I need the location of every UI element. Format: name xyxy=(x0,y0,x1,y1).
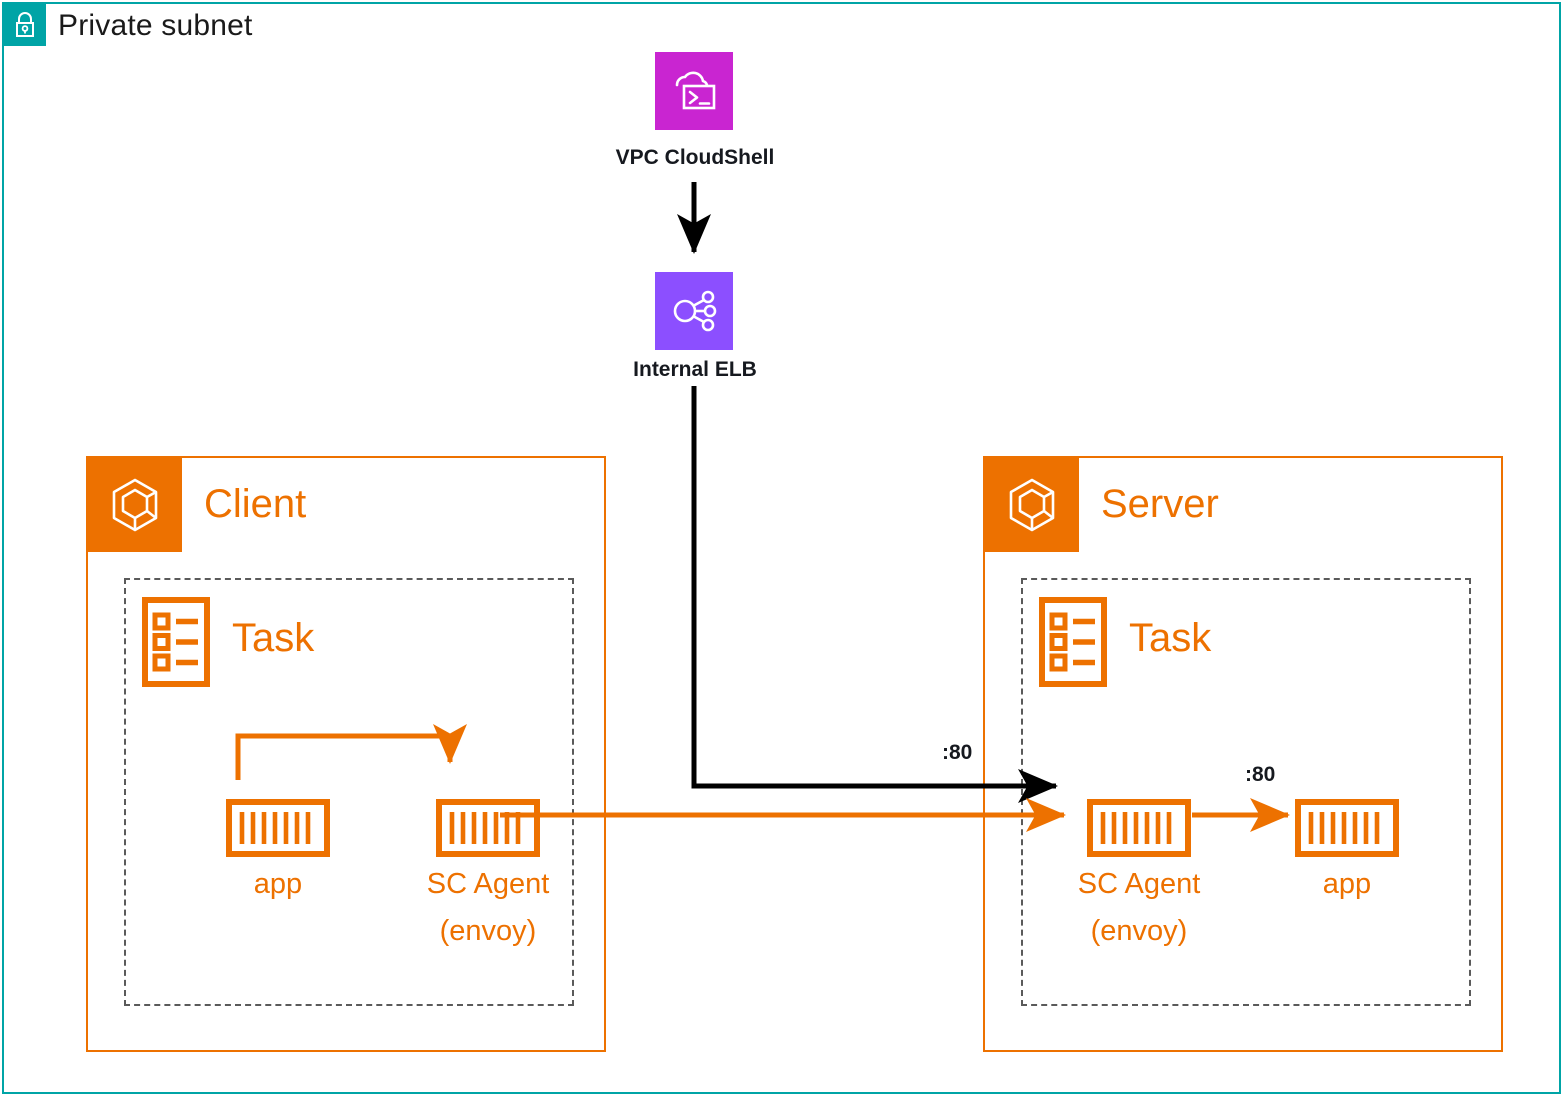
container-label-line2: (envoy) xyxy=(1090,914,1188,947)
ecs-task-server: Task SC Agent xyxy=(1021,578,1471,1006)
ecs-task-icon xyxy=(140,596,214,688)
container-label-client-sc-agent: SC Agent (envoy) xyxy=(398,861,578,955)
ecs-service-icon xyxy=(985,458,1079,552)
container-icon-server-app xyxy=(1295,799,1399,857)
ecs-task-server-title: Task xyxy=(1129,616,1212,660)
lock-icon xyxy=(4,4,46,46)
internal-elb-icon xyxy=(655,272,733,350)
ecs-service-server: Server Task xyxy=(983,456,1503,1052)
vpc-cloudshell-label: VPC CloudShell xyxy=(615,146,775,169)
ecs-task-icon xyxy=(1037,596,1111,688)
ecs-service-client: Client Task xyxy=(86,456,606,1052)
ecs-service-server-title: Server xyxy=(1101,482,1219,526)
ecs-task-client: Task app xyxy=(124,578,574,1006)
container-label-line2: (envoy) xyxy=(439,914,537,947)
container-label-client-app: app xyxy=(253,868,303,900)
container-icon-client-app xyxy=(226,799,330,857)
container-label-server-sc-agent: SC Agent (envoy) xyxy=(1049,861,1229,955)
container-icon-server-sc-agent xyxy=(1087,799,1191,857)
private-subnet-title: Private subnet xyxy=(58,9,253,42)
ecs-service-icon xyxy=(88,458,182,552)
container-label-server-app: app xyxy=(1322,868,1372,900)
ecs-service-client-title: Client xyxy=(204,482,307,526)
ecs-task-client-title: Task xyxy=(232,616,315,660)
container-icon-client-sc-agent xyxy=(436,799,540,857)
internal-elb-label: Internal ELB xyxy=(633,358,757,381)
container-label-line1: SC Agent xyxy=(1077,868,1201,900)
vpc-cloudshell-icon xyxy=(655,52,733,130)
port-label-server-agent-to-app: :80 xyxy=(1245,763,1276,786)
container-label-line1: SC Agent xyxy=(426,868,550,900)
port-label-elb-to-server: :80 xyxy=(942,741,973,764)
